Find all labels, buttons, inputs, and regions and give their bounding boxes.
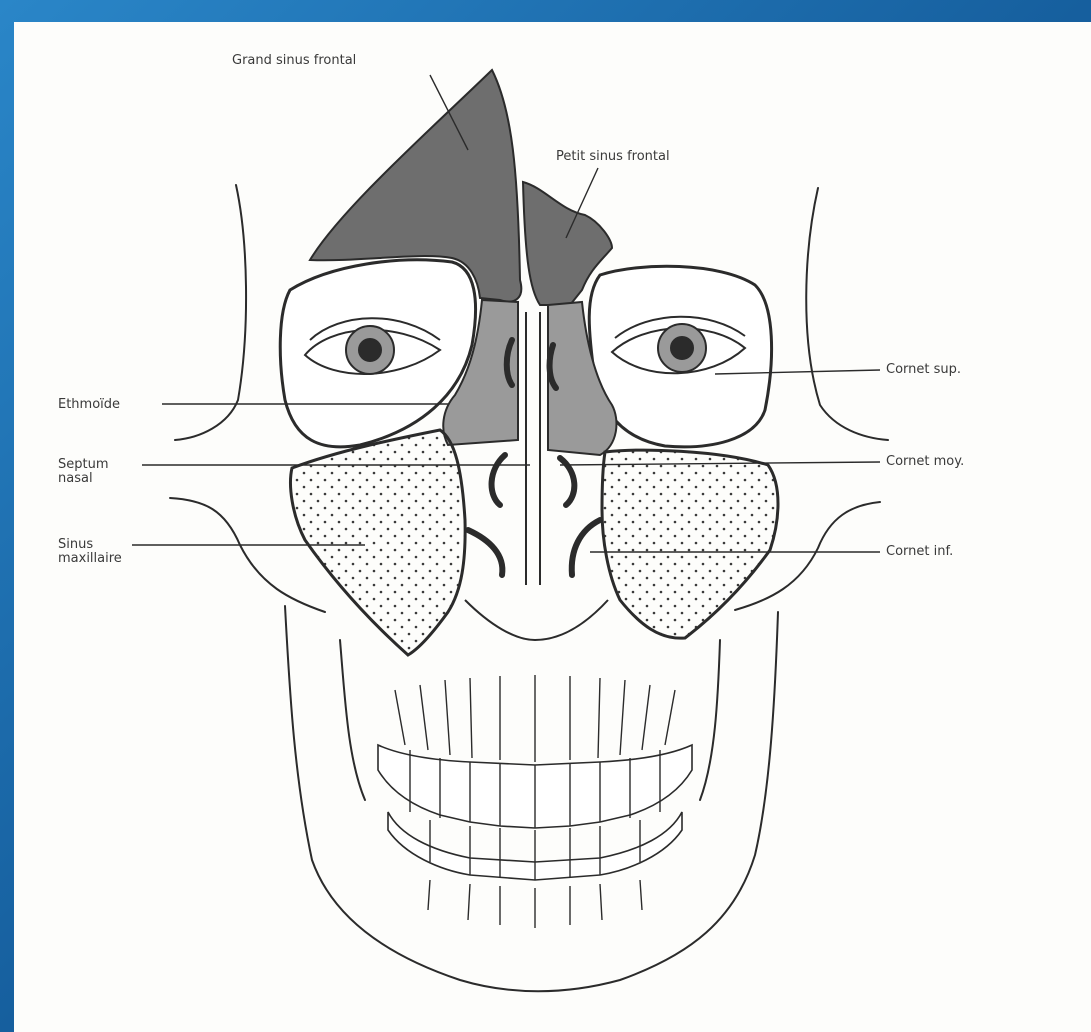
label-sinus-maxillaire: Sinus maxillaire [58,538,122,566]
cornet-moy-left [492,455,505,505]
mandible-inner-left [340,640,365,800]
septum-nasal [526,312,540,585]
label-grand-sinus-frontal: Grand sinus frontal [232,54,356,68]
cornet-inf-right [572,520,600,575]
label-ethmoide: Ethmoïde [58,398,120,412]
sinus-maxillaire-left [291,430,466,655]
cornet-inf-left [468,530,502,575]
label-cornet-sup: Cornet sup. [886,363,961,377]
left-temple-line [175,185,246,440]
label-cornet-moy: Cornet moy. [886,455,964,469]
label-cornet-inf: Cornet inf. [886,545,953,559]
mandible-inner-right [700,640,720,800]
sinus-maxillaire-right [602,450,778,638]
label-septum-nasal: Septum nasal [58,458,109,486]
nose-outline [465,600,608,640]
label-petit-sinus-frontal: Petit sinus frontal [556,150,670,164]
right-temple-line [806,188,888,440]
